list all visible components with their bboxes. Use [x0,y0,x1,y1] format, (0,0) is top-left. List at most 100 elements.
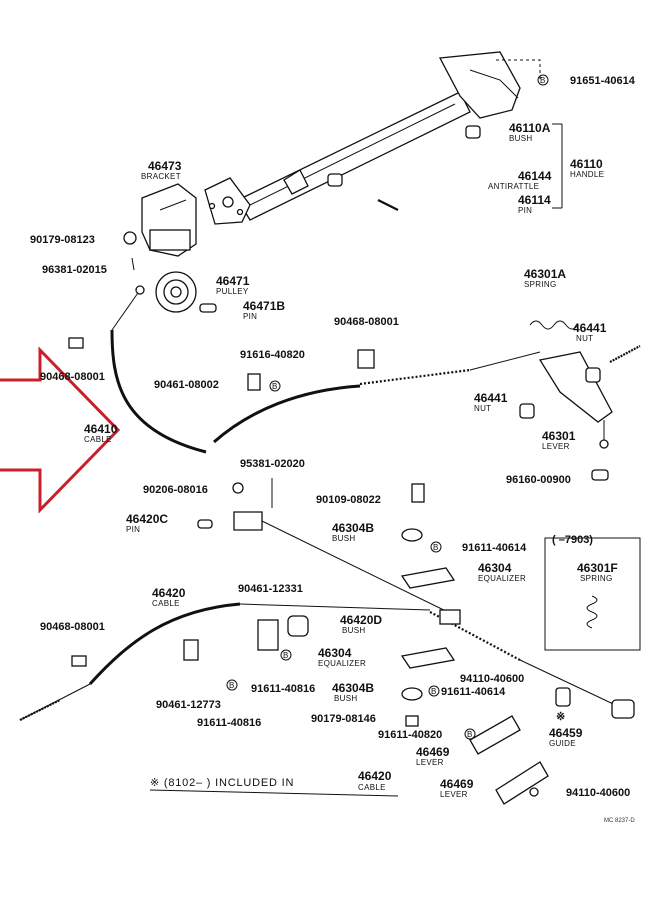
label-91611-40816-lower: 91611-40816 [197,717,261,729]
label-90461-08002: 90461-08002 [154,379,219,391]
label-91611-40614-top: 91611-40614 [462,542,527,554]
note-underline [149,789,399,797]
label-46469-lower-desc: LEVER [440,790,468,799]
label-90109-08022: 90109-08022 [316,494,381,506]
guide-mark-icon: ※ [556,711,565,723]
label-46473: 46473 [148,159,182,173]
bolt-marker-icon [226,679,238,691]
inset-box [544,537,641,651]
handle-assembly [204,51,521,225]
label-46471-desc: PULLEY [216,287,249,296]
bolt-marker-letter: B [283,651,289,660]
label-96381-02015: 96381-02015 [42,264,107,276]
label-46110-desc: HANDLE [570,170,604,179]
bolt-marker-letter: B [229,681,235,690]
label-46410-desc: CABLE [84,435,112,444]
bolt-marker-letter: B [540,76,546,85]
label-46110a: 46110A [509,121,551,135]
bolt-marker-icon [428,685,440,697]
label-46469-lower: 46469 [440,777,474,791]
levers-46469 [469,715,549,805]
label-46144-desc: ANTIRATTLE [488,182,539,191]
bolt-marker-letter: B [431,687,437,696]
bracket-46473 [141,183,197,257]
label-46441-upper-desc: NUT [576,334,593,343]
label-46469-upper: 46469 [416,745,450,759]
lever-46301 [519,320,641,449]
spring-46301f [586,595,598,629]
label-46471b-desc: PIN [243,312,257,321]
bolt-marker-letter: B [433,543,439,552]
label-46301f-desc: SPRING [580,574,612,583]
label-46441-lower: 46441 [474,391,508,405]
label-96160-00900: 96160-00900 [506,474,571,486]
small-parts-upper [68,125,481,391]
pulley-46471 [155,271,197,313]
label-90461-12331: 90461-12331 [238,583,303,595]
bolt-marker-icon [430,541,442,553]
label-46410: 46410 [84,422,118,436]
label-46459-desc: GUIDE [549,739,576,748]
label-46304-lower-desc: EQUALIZER [318,659,366,668]
part-labels: 91651-40614 46110A BUSH 46110 HANDLE 461… [30,75,636,824]
label-90206-08016: 90206-08016 [143,484,208,496]
label-46301f: 46301F [577,561,618,575]
label-46420: 46420 [152,586,186,600]
label-91611-40816-mid: 91611-40816 [251,683,315,695]
bolt-marker-letter: B [272,382,278,391]
bolt-marker-icon [537,74,549,86]
label-46420d: 46420D [340,613,382,627]
label-90461-12773: 90461-12773 [156,699,221,711]
label-94110-40600-lower: 94110-40600 [566,787,630,799]
label-91611-40820: 91611-40820 [378,729,442,741]
label-46471b: 46471B [243,299,285,313]
label-91611-40614-lower: 91611-40614 [441,686,506,698]
label-46301: 46301 [542,429,576,443]
label-46110: 46110 [570,157,603,171]
label-46301a: 46301A [524,267,566,281]
label-46304b-lower: 46304B [332,681,374,695]
equalizer-parts [233,511,461,669]
label-46441-upper: 46441 [573,321,607,335]
bolt-marker-letter: B [467,730,473,739]
label-90179-08123: 90179-08123 [30,234,95,246]
label-46469-upper-desc: LEVER [416,758,444,767]
label-46144: 46144 [518,169,552,183]
label-46301-desc: LEVER [542,442,570,451]
bolt-marker-icon [464,728,476,740]
figure-reference-code: MC 8237-D [604,818,635,824]
cable-46410 [110,285,541,454]
small-parts-lower [71,469,635,727]
label-91616-40820: 91616-40820 [240,349,305,361]
label-46420c-desc: PIN [126,525,140,534]
label-95381-02020: 95381-02020 [240,458,305,470]
label-46114: 46114 [518,193,551,207]
label-90468-08001-top: 90468-08001 [334,316,399,328]
label-46473-desc: BRACKET [141,172,181,181]
label-46304b-top-desc: BUSH [332,534,355,543]
bolt-marker-icon [269,380,281,392]
note-included-in: ※ (8102– ) INCLUDED IN [150,777,294,789]
label-90179-08146: 90179-08146 [311,713,376,725]
label-46304-top: 46304 [478,561,512,575]
b-markers: B B B B B B B ※ [226,74,565,740]
label-46420c: 46420C [126,512,168,526]
label-91651-40614: 91651-40614 [570,75,636,87]
label-46304b-top: 46304B [332,521,374,535]
label-46420-desc: CABLE [152,599,180,608]
label-46304-top-desc: EQUALIZER [478,574,526,583]
label-46420d-desc: BUSH [342,626,365,635]
label-46304-lower: 46304 [318,646,352,660]
bolt-marker-icon [280,649,292,661]
label-46441-lower-desc: NUT [474,404,491,413]
leader-dashed [496,59,541,80]
note-part-number: 46420 [358,769,392,783]
label-46114-desc: PIN [518,206,532,215]
label-46301a-desc: SPRING [524,280,556,289]
label-90468-08001-lower: 90468-08001 [40,621,105,633]
label-46459: 46459 [549,726,583,740]
label-94110-40600-upper: 94110-40600 [460,673,524,685]
label-46471: 46471 [216,274,250,288]
label-90468-08001-left: 90468-08001 [40,371,105,383]
